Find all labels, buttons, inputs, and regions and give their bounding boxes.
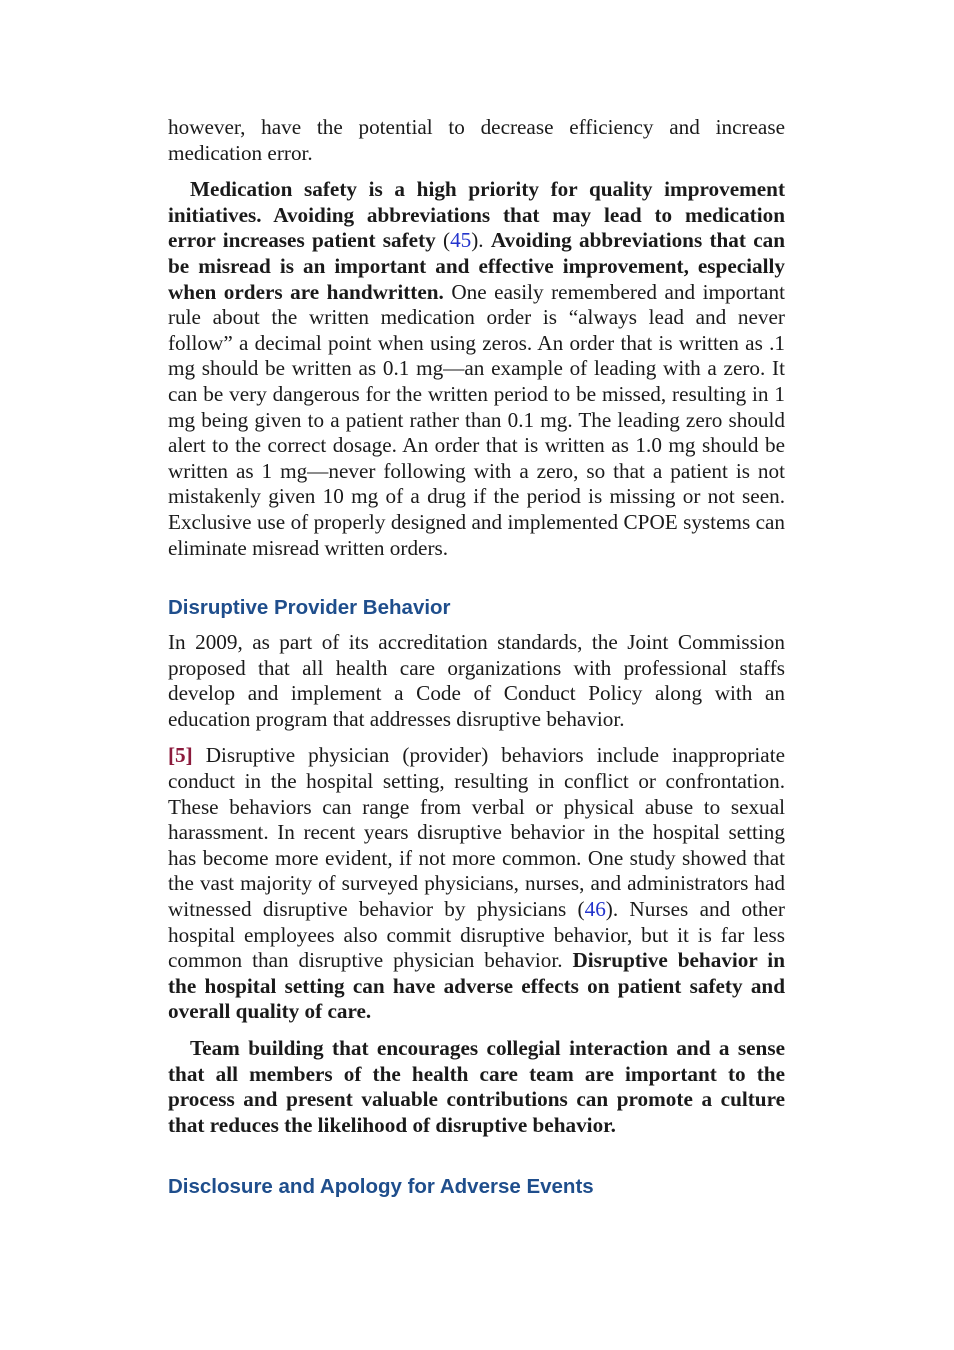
- intro-paragraph: however, have the potential to decrease …: [168, 115, 785, 166]
- medication-body-text: One easily remembered and important rule…: [168, 279, 785, 560]
- medication-bold-second: Avoiding abbreviations that can be misre…: [168, 228, 786, 304]
- team-building-bold: Team building that encourages collegial …: [168, 1036, 785, 1137]
- paren-open: (: [435, 228, 451, 253]
- citation-link-45[interactable]: 45: [450, 228, 472, 253]
- paren-close: ).: [471, 228, 491, 253]
- team-building-paragraph: Team building that encourages collegial …: [168, 1036, 785, 1138]
- section-heading-disclosure-apology: Disclosure and Apology for Adverse Event…: [168, 1175, 594, 1199]
- intro-text: however, have the potential to decrease …: [168, 115, 785, 165]
- disruptive-paragraph-1: In 2009, as part of its accreditation st…: [168, 630, 785, 732]
- disruptive-paragraph-2: [5] Disruptive physician (provider) beha…: [168, 743, 785, 1025]
- disruptive-para1-text: In 2009, as part of its accreditation st…: [168, 630, 785, 731]
- medication-bold-lead: Medication safety is a high priority for…: [168, 177, 785, 253]
- medication-safety-paragraph: Medication safety is a high priority for…: [168, 177, 785, 561]
- reference-marker[interactable]: [5]: [168, 743, 193, 768]
- disruptive-para2-text-1: Disruptive physician (provider) behavior…: [168, 743, 785, 922]
- document-page: however, have the potential to decrease …: [168, 115, 785, 1200]
- disruptive-para2-text-2: ). Nurses and other hospital employees a…: [168, 897, 785, 973]
- disruptive-para2-bold: Disruptive behavior in the hospital sett…: [168, 948, 785, 1024]
- citation-link-46[interactable]: 46: [584, 897, 606, 922]
- section-heading-disruptive-provider-behavior: Disruptive Provider Behavior: [168, 596, 451, 620]
